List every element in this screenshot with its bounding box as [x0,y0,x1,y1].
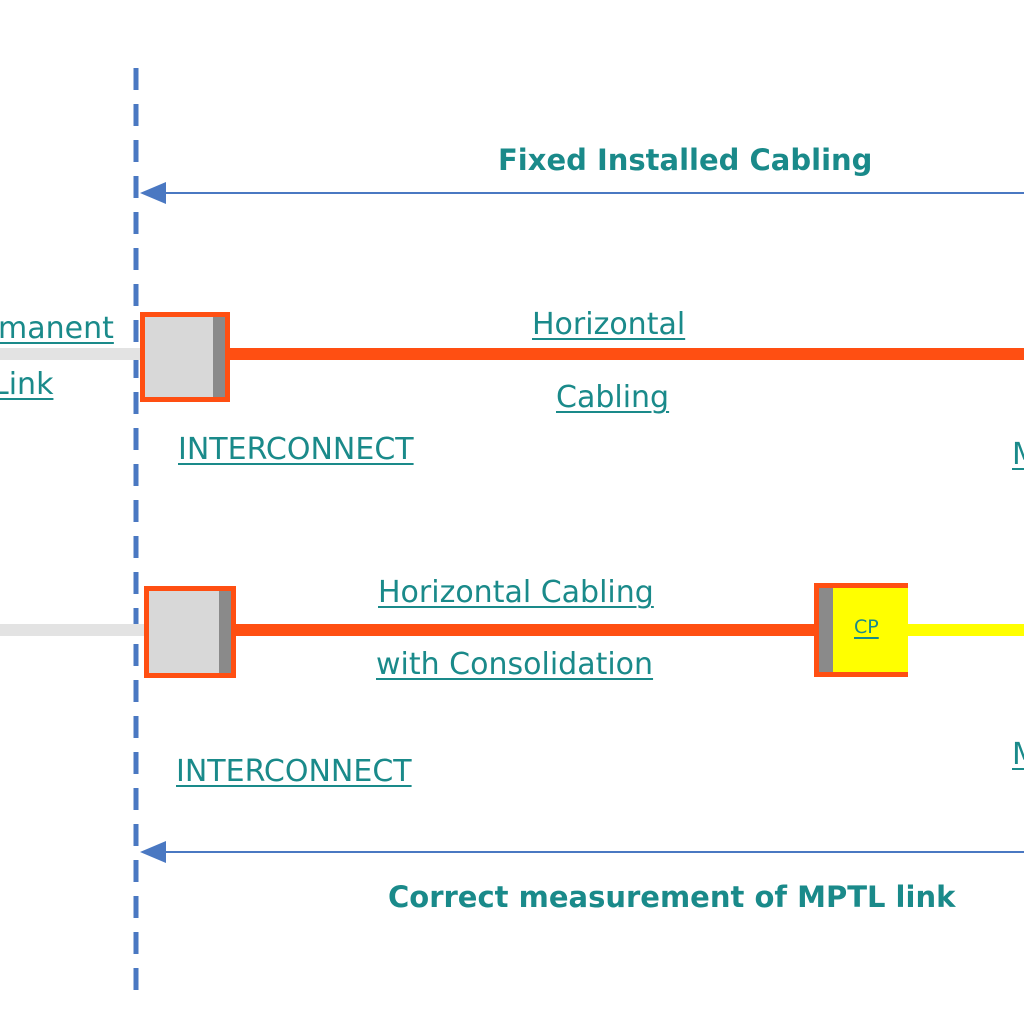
horizontal-cabling-label-line2[interactable]: Cabling [556,380,670,415]
mptl-measurement-label: Correct measurement of MPTL link [388,880,956,914]
mptl-arrowhead [140,841,166,863]
horizontal-cabling-label-line1[interactable]: Horizontal [532,307,686,342]
horizontal-cabling-consolidation-label-line1[interactable]: Horizontal Cabling [378,575,654,610]
fixed-installed-cabling-label: Fixed Installed Cabling [498,143,873,177]
bottom-interconnect-connector [144,586,236,678]
top-interconnect-connector [140,312,230,402]
top-interconnect-label[interactable]: INTERCONNECT [178,432,414,467]
permanent-link-label-line2[interactable]: Link [0,367,54,402]
consolidation-point-box [814,583,908,677]
cp-label[interactable]: CP [854,616,879,638]
top-right-partial-label[interactable]: M [1012,440,1024,470]
bottom-interconnect-label[interactable]: INTERCONNECT [176,754,412,789]
fixed-cabling-arrowhead [140,182,166,204]
permanent-link-label-line1[interactable]: manent [0,311,114,346]
bottom-right-partial-label[interactable]: M [1012,740,1024,770]
horizontal-cabling-consolidation-label-line2[interactable]: with Consolidation [376,647,654,682]
